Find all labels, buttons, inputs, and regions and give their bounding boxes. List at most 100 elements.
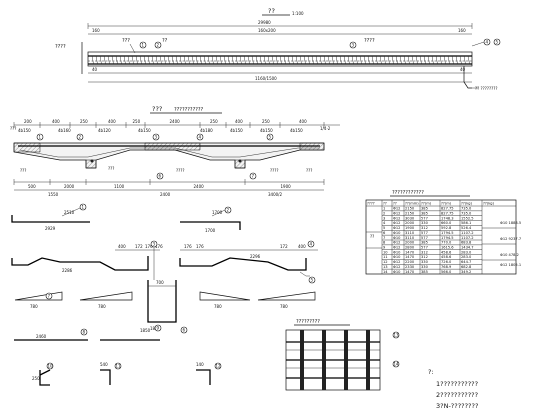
dim-bottom-left: 40 (92, 67, 98, 72)
svg-text:7: 7 (252, 174, 255, 179)
table-header: ??(m) (441, 202, 452, 206)
table-total-3: Φ10 478.2 (500, 253, 519, 257)
hook-3-dim: 140 (196, 362, 204, 367)
rebar-tick (107, 55, 110, 65)
table-cell: 577 (421, 236, 428, 240)
section-top-dim: 200 (24, 119, 32, 124)
rebar-tick (455, 55, 458, 65)
note-line-2: 2??????????? (436, 391, 478, 399)
rebar-tick (259, 55, 262, 65)
table-cell: 3 (383, 216, 385, 220)
bent-left-dim-3: 176 (145, 244, 153, 249)
section-mid-label-1: ??? (20, 168, 26, 173)
table-cell: Φ10 (393, 270, 401, 274)
table-cell: Φ12 (393, 216, 400, 220)
svg-text:5: 5 (269, 135, 272, 140)
table-cell: 10 (383, 250, 388, 254)
rebar-tick (203, 55, 206, 65)
rebar-tick (467, 55, 470, 65)
elevation-left-label: ???? (55, 44, 66, 50)
rebar-tick (391, 55, 394, 65)
dim-bottom-mid: 1160/1500 (255, 76, 277, 81)
table-cell: 3030 (405, 216, 415, 220)
section-top-dim: 2400 (170, 119, 181, 124)
hook-2-dim: 540 (100, 362, 108, 367)
section-bottom-dim: 500 (28, 184, 36, 189)
rebar-tick (415, 55, 418, 65)
table-cell: 330 (421, 260, 429, 264)
table-cell: 12 (383, 260, 388, 264)
table-cell: 735.0 (461, 212, 472, 216)
rebar-tick (227, 55, 230, 65)
table-header: ??(kg) (483, 202, 495, 206)
dim-top-mid: 160x200 (258, 28, 276, 33)
table-cell: 1107.2 (461, 231, 474, 235)
notes: ?: 1??????????? 2??????????? 3?N-???????… (428, 368, 478, 410)
section-dim-3: 3400/2 (268, 192, 283, 197)
table-cell: Φ12 (393, 265, 400, 269)
svg-text:3: 3 (155, 135, 158, 140)
table-cell: 577 (421, 231, 428, 235)
table-cell: 283.0 (461, 255, 472, 259)
rebar-tick (263, 55, 266, 65)
rebar-tick (111, 55, 114, 65)
section-right-tag: 1/4·2 (320, 126, 331, 131)
section-mid-label-4: ???? (270, 168, 279, 173)
rebar-label-8: 4b150 (290, 128, 303, 133)
bent-left-dim-2: 172 (135, 244, 143, 249)
table-cell: 526.4 (461, 226, 472, 230)
rebar-tick (191, 55, 194, 65)
rebar-ticks (91, 55, 470, 65)
rebar-tick (163, 55, 166, 65)
svg-text:1: 1 (82, 205, 85, 210)
rebar-tick (211, 55, 214, 65)
rebar-tick (223, 55, 226, 65)
table-cell: 2150 (405, 207, 415, 211)
taper-2: 780 (98, 304, 106, 309)
svg-text:13: 13 (394, 333, 400, 338)
rebar-tick (215, 55, 218, 65)
table-cell: 1470 (405, 250, 415, 254)
svg-text:9: 9 (157, 326, 160, 331)
table-cell: 1470 (405, 270, 415, 274)
rebar-tick (339, 55, 342, 65)
table-cell: Φ10 (393, 231, 401, 235)
rebar-tick (395, 55, 398, 65)
rebar-tick (279, 55, 282, 65)
rebar-tick (443, 55, 446, 65)
table-cell: 8 (383, 241, 386, 245)
table-group-label: ?? (370, 234, 374, 239)
section-bottom-dim: 2000 (64, 184, 75, 189)
rebar-tick (207, 55, 210, 65)
table-cell: 577 (421, 216, 428, 220)
section-top-dim: 250 (133, 119, 141, 124)
table-cell: 592.8 (441, 226, 452, 230)
section-top-dim: 250 (262, 119, 270, 124)
svg-text:11: 11 (116, 364, 122, 369)
rebar-shapes: 2510 1 2929 1700 2 1700 400 172 176 176 … (11, 203, 318, 386)
table-cell: 9 (383, 246, 386, 250)
svg-text:8: 8 (83, 330, 86, 335)
bar-top-left-dim: 2510 (64, 210, 75, 215)
rebar-tick (155, 55, 158, 65)
rebar-tick (383, 55, 386, 65)
rebar-tick (419, 55, 422, 65)
rebar-tick (103, 55, 106, 65)
rebar-tick (451, 55, 454, 65)
table-header: ??(m) (421, 202, 432, 206)
rebar-tick (219, 55, 222, 65)
table-total-1: Φ10 1888.5 (500, 221, 521, 225)
callout-label-2: ?? (162, 38, 168, 44)
table-cell: 312 (421, 250, 428, 254)
rebar-tick (347, 55, 350, 65)
rebar-tick (147, 55, 150, 65)
elevation-view: ?? 1:100 29980 160 160x200 160 ???? ??? … (55, 7, 501, 91)
rebar-tick (283, 55, 286, 65)
section-left-tag: ??? (10, 126, 16, 131)
table-cell: 312 (421, 255, 428, 259)
table-cell: 577 (421, 246, 428, 250)
svg-text:3: 3 (153, 242, 156, 247)
callout-label-3: ???? (364, 38, 375, 44)
